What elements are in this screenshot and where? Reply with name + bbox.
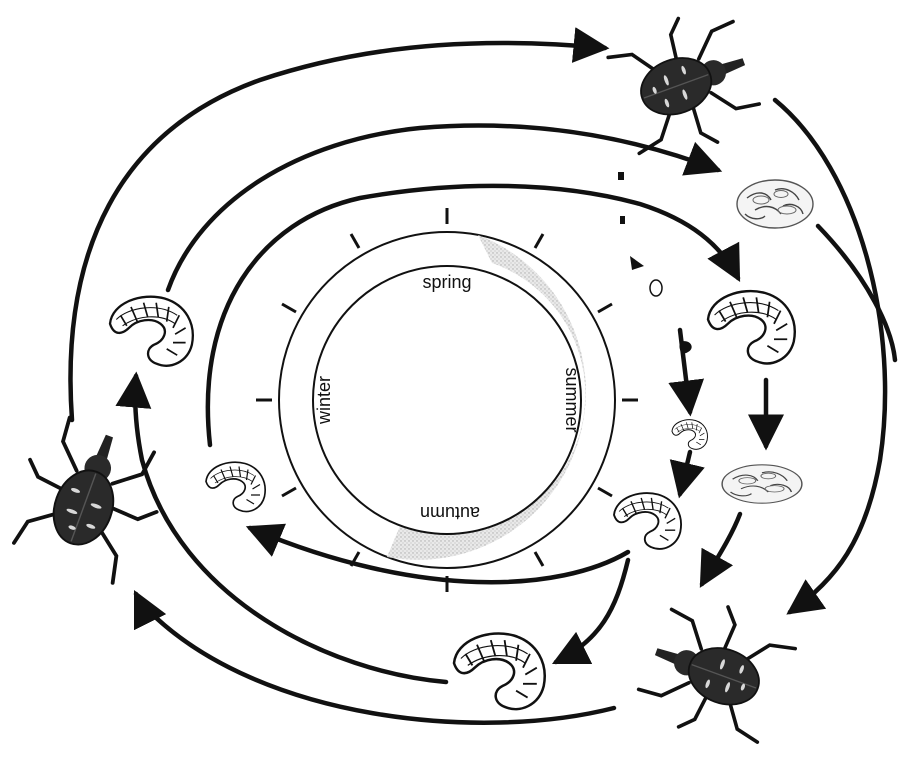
larva-icon [454, 634, 545, 710]
pupa-icon [722, 465, 802, 503]
larva-icon [708, 291, 795, 363]
larva-icon [614, 493, 681, 549]
larva-icon [672, 420, 707, 450]
arrow-right-outer [775, 100, 885, 612]
season-ring: spring summer autumn winter [256, 208, 638, 592]
adult-beetle-icon [631, 588, 800, 755]
larva-icon [206, 462, 265, 511]
adult-beetle-icon [0, 410, 177, 589]
season-label-autumn: autumn [420, 503, 480, 523]
season-label-spring: spring [422, 272, 471, 292]
season-label-summer: summer [562, 367, 582, 432]
arrow-small-chain-2 [680, 452, 690, 494]
egg-cluster-icon [737, 180, 813, 228]
season-label-winter: winter [314, 376, 334, 425]
larva-icon [110, 297, 193, 366]
arrow-pupa-beetle [702, 514, 740, 584]
